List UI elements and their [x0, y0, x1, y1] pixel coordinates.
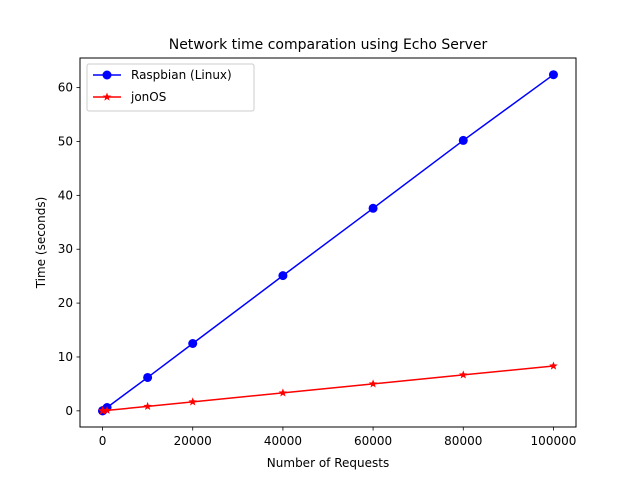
x-tick-label: 100000	[531, 434, 577, 448]
chart-title: Network time comparation using Echo Serv…	[169, 37, 488, 53]
y-tick-label: 30	[58, 242, 73, 256]
legend-label-raspbian: Raspbian (Linux)	[131, 68, 232, 82]
y-tick-label: 50	[58, 134, 73, 148]
series-line-raspbian-linux	[102, 74, 554, 412]
data-point-raspbian-linux	[143, 372, 153, 382]
y-tick-label: 0	[65, 404, 73, 418]
legend: Raspbian (Linux) jonOS	[86, 63, 255, 112]
data-point-raspbian-linux	[278, 271, 288, 281]
data-point-jonos	[102, 405, 112, 415]
data-point-raspbian-linux	[458, 135, 468, 145]
x-tick-label: 40000	[264, 434, 302, 448]
x-tick-label: 0	[99, 434, 107, 448]
y-tick-label: 40	[58, 188, 73, 202]
data-point-jonos	[98, 406, 108, 415]
data-point-raspbian-linux	[368, 203, 378, 213]
y-tick-label: 20	[58, 296, 73, 310]
legend-marker-jonos	[102, 92, 112, 101]
x-tick-label: 20000	[174, 434, 212, 448]
legend-marker-raspbian	[102, 70, 112, 80]
y-tick-label: 10	[58, 350, 73, 364]
data-point-raspbian-linux	[548, 70, 558, 80]
data-point-jonos	[188, 397, 198, 406]
x-tick-label: 60000	[354, 434, 392, 448]
data-point-jonos	[368, 379, 378, 388]
data-point-jonos	[458, 370, 468, 379]
data-point-jonos	[549, 361, 558, 370]
y-tick-label: 60	[58, 81, 73, 95]
x-tick-label: 80000	[444, 434, 482, 448]
legend-box	[86, 63, 255, 112]
data-point-jonos	[278, 388, 288, 397]
legend-label-jonos: jonOS	[130, 90, 166, 104]
y-axis-title: Time (seconds)	[34, 197, 48, 290]
data-point-jonos	[143, 401, 152, 411]
axes-frame	[79, 57, 577, 428]
series-line-jonos	[102, 365, 554, 412]
plot-area	[98, 70, 558, 416]
x-axis-title: Number of Requests	[267, 456, 389, 470]
axis-ticks: 0 20000 40000 60000 80000 100000 0 10 20 30 40 50 60	[58, 81, 577, 448]
data-point-raspbian-linux	[188, 339, 198, 349]
